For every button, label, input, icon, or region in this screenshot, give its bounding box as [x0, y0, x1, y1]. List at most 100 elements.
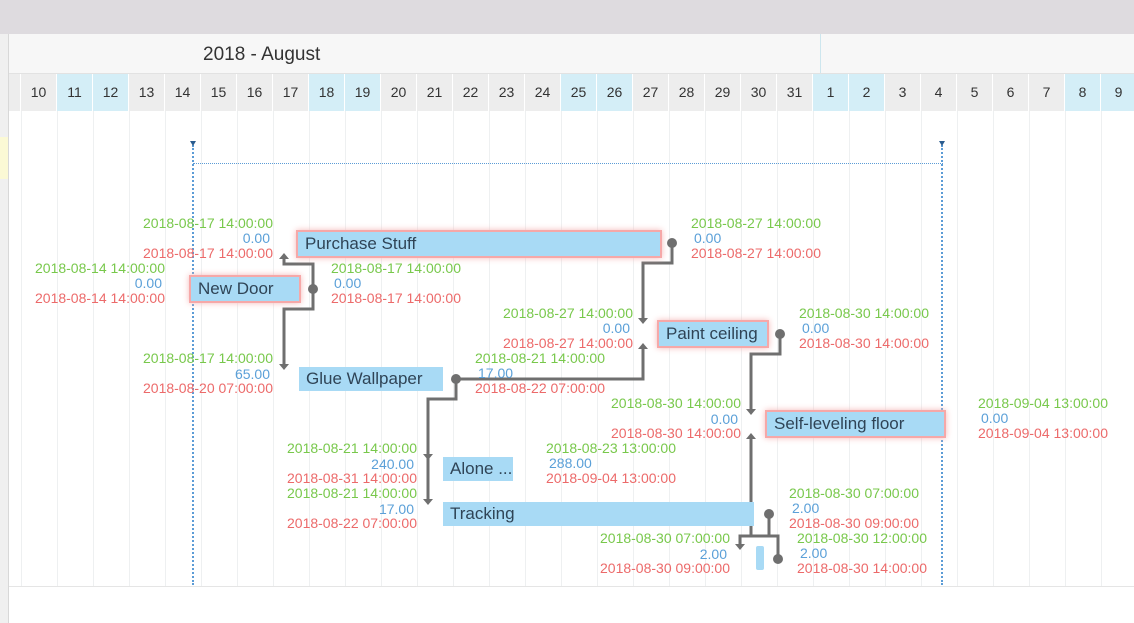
late-start-label: 2018-08-14 14:00:00 [35, 290, 165, 306]
grid-column-line [885, 111, 886, 586]
early-finish-label: 2018-09-04 13:00:00 [978, 395, 1108, 411]
grid-column-line [597, 111, 598, 586]
early-start-label: 2018-08-30 07:00:00 [600, 530, 730, 546]
float-label: 2.00 [792, 500, 820, 516]
task-bar-purchase-stuff[interactable]: Purchase Stuff [298, 232, 660, 256]
float-label: 0.00 [134, 275, 162, 291]
grid-column-line [165, 111, 166, 586]
task-bar-paint-ceiling[interactable]: Paint ceiling [659, 322, 767, 346]
day-header-cell: 9 [1101, 74, 1134, 111]
day-header-cell: 12 [93, 74, 129, 111]
project-start-line [192, 145, 194, 585]
grid-column-line [273, 111, 274, 586]
day-header-cell: 5 [957, 74, 993, 111]
left-pane-highlight [0, 137, 8, 179]
left-grid-pane[interactable] [0, 34, 9, 623]
day-header-cell: 28 [669, 74, 705, 111]
grid-column-line [993, 111, 994, 586]
grid-column-line [489, 111, 490, 586]
timeline-month-header: 2018 - August [9, 34, 1134, 74]
grid-column-line [741, 111, 742, 586]
dependency-wallpaper-to-paint [456, 346, 645, 381]
day-header-cell: 16 [237, 74, 273, 111]
task-bar-new-door[interactable]: New Door [191, 277, 299, 301]
early-finish-label: 2018-08-21 14:00:00 [475, 350, 605, 366]
dependency-mini-to-floor [749, 436, 780, 559]
day-header-cell: 14 [165, 74, 201, 111]
float-label: 0.00 [334, 275, 362, 291]
day-header-partial-cell [9, 74, 21, 111]
late-start-label: 2018-08-30 14:00:00 [611, 425, 741, 441]
late-finish-label: 2018-08-27 14:00:00 [691, 245, 821, 261]
task-bar-milestone-small[interactable] [756, 546, 764, 570]
early-start-label: 2018-08-30 14:00:00 [611, 395, 741, 411]
float-label: 0.00 [242, 230, 270, 246]
grid-column-line [777, 111, 778, 586]
early-finish-label: 2018-08-17 14:00:00 [331, 260, 461, 276]
early-finish-label: 2018-08-23 13:00:00 [546, 440, 676, 456]
day-header-cell: 13 [129, 74, 165, 111]
early-start-label: 2018-08-27 14:00:00 [503, 305, 633, 321]
chart-bottom-border [9, 586, 1134, 587]
day-header-cell: 18 [309, 74, 345, 111]
day-header-cell: 25 [561, 74, 597, 111]
day-header-cell: 27 [633, 74, 669, 111]
grid-column-line [381, 111, 382, 586]
grid-column-line [237, 111, 238, 586]
day-header-cell: 17 [273, 74, 309, 111]
day-header-cell: 8 [1065, 74, 1101, 111]
late-finish-label: 2018-08-30 09:00:00 [789, 515, 919, 531]
dependency-purchase-to-paint [641, 243, 674, 318]
late-start-label: 2018-08-31 14:00:00 [287, 470, 417, 486]
day-header-cell: 2 [849, 74, 885, 111]
early-start-label: 2018-08-21 14:00:00 [287, 485, 417, 501]
grid-column-line [525, 111, 526, 586]
grid-column-line [201, 111, 202, 586]
day-header-cell: 19 [345, 74, 381, 111]
float-label: 65.00 [234, 366, 270, 382]
late-finish-label: 2018-08-22 07:00:00 [475, 380, 605, 396]
float-label: 0.00 [602, 320, 630, 336]
late-finish-label: 2018-09-04 13:00:00 [978, 425, 1108, 441]
early-start-label: 2018-08-21 14:00:00 [287, 440, 417, 456]
late-finish-label: 2018-08-17 14:00:00 [331, 290, 461, 306]
early-finish-label: 2018-08-30 14:00:00 [799, 305, 929, 321]
day-header-cell: 24 [525, 74, 561, 111]
project-end-line [941, 145, 943, 585]
grid-column-line [453, 111, 454, 586]
early-start-label: 2018-08-17 14:00:00 [143, 350, 273, 366]
early-finish-label: 2018-08-30 12:00:00 [797, 530, 927, 546]
project-start-marker [190, 141, 196, 146]
day-header-cell: 7 [1029, 74, 1065, 111]
project-end-marker [939, 141, 945, 146]
grid-column-line [93, 111, 94, 586]
day-header-cell: 4 [921, 74, 957, 111]
dependency-wallpaper-to-alone [426, 379, 458, 454]
day-header-cell: 23 [489, 74, 525, 111]
grid-column-line [669, 111, 670, 586]
early-finish-label: 2018-08-27 14:00:00 [691, 215, 821, 231]
late-start-label: 2018-08-17 14:00:00 [143, 245, 273, 261]
day-header-cell: 30 [741, 74, 777, 111]
task-bar-self-leveling-floor[interactable]: Self-leveling floor [767, 412, 944, 436]
late-start-label: 2018-08-20 07:00:00 [143, 380, 273, 396]
day-header-cell: 3 [885, 74, 921, 111]
float-label: 240.00 [371, 456, 414, 472]
day-header-cell: 29 [705, 74, 741, 111]
task-bar-glue-wallpaper[interactable]: Glue Wallpaper [299, 367, 443, 391]
task-bar-tracking[interactable]: Tracking [443, 502, 754, 526]
grid-column-line [21, 111, 22, 586]
float-label: 288.00 [549, 455, 592, 471]
day-header-cell: 1 [813, 74, 849, 111]
dependency-newdoor-to-wallpaper [282, 289, 315, 364]
day-header-cell: 21 [417, 74, 453, 111]
day-header-cell: 20 [381, 74, 417, 111]
float-label: 0.00 [694, 230, 722, 246]
late-finish-label: 2018-08-30 14:00:00 [797, 560, 927, 576]
late-start-label: 2018-08-22 07:00:00 [287, 515, 417, 531]
day-header-cell: 11 [57, 74, 93, 111]
task-bar-alone[interactable]: Alone ... [443, 457, 513, 481]
grid-column-line [1101, 111, 1102, 586]
early-start-label: 2018-08-17 14:00:00 [143, 215, 273, 231]
